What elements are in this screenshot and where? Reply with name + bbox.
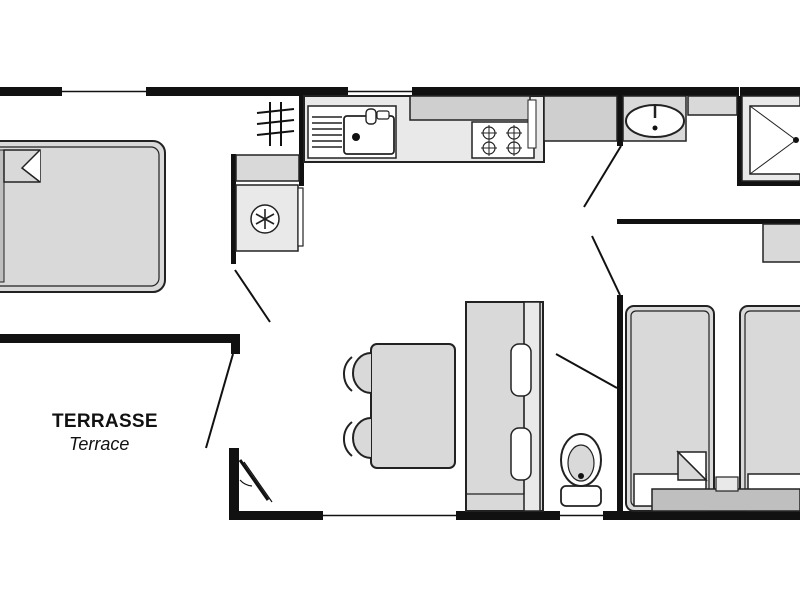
- door-terrace: [205, 353, 234, 449]
- wall-entry-left: [229, 448, 239, 520]
- door-kids-room: [591, 235, 621, 296]
- wall-bath-left: [617, 96, 623, 146]
- fridge: [235, 154, 304, 252]
- dining-table: [370, 343, 456, 469]
- corridor-cabinet: [762, 223, 800, 263]
- wall-top-far-right: [740, 87, 800, 96]
- wall-shower-bottom: [737, 181, 800, 186]
- wall-fridge-left: [231, 154, 236, 264]
- door-bathroom: [583, 145, 622, 208]
- radiator: [256, 102, 295, 146]
- wall-corridor: [617, 219, 800, 224]
- exterior-walls: [0, 87, 800, 520]
- wall-top-mid: [146, 87, 348, 96]
- terrace-sublabel: Terrace: [69, 434, 130, 454]
- wall-top-left: [0, 87, 62, 96]
- nightstand: [715, 476, 739, 492]
- door-bedroom: [234, 269, 271, 323]
- stove-icon: [471, 99, 537, 159]
- toilet-icon: [560, 433, 602, 507]
- wall-top-right: [412, 87, 739, 96]
- wall-bottom-b: [456, 511, 560, 520]
- bed-headboard: [651, 488, 800, 512]
- double-bed: [0, 140, 166, 293]
- wall-bedroom-divider: [617, 295, 623, 511]
- single-bed-1: [625, 305, 715, 512]
- wall-kitchen-post: [299, 96, 304, 186]
- chair-bottom: [342, 417, 372, 459]
- single-bed-2: [739, 305, 800, 512]
- terrace-label: TERRASSE: [52, 411, 158, 432]
- wall-bottom-c: [603, 511, 800, 520]
- door-wc: [555, 353, 618, 389]
- wall-bottom-a: [229, 511, 323, 520]
- chair-top: [342, 352, 372, 394]
- wall-shower-left: [737, 96, 742, 186]
- kitchen-counter: [303, 95, 618, 163]
- windows: [62, 90, 603, 517]
- wall-bedroom-bottom: [0, 334, 240, 343]
- wall-terrace-corner: [231, 334, 240, 354]
- bath-shelf: [687, 95, 738, 116]
- shower-icon: [741, 95, 800, 182]
- door-swings: [205, 145, 622, 449]
- washbasin: [622, 95, 687, 142]
- bench-seat: [465, 301, 544, 512]
- entry-door: [238, 459, 273, 503]
